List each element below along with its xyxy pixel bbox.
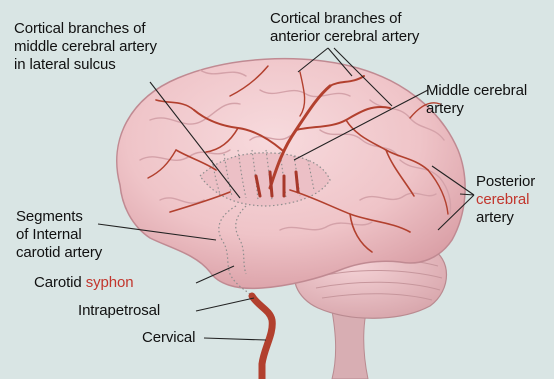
label-cortical-aca: Cortical branches of anterior cerebral a… — [270, 10, 419, 46]
leader-cervical — [204, 338, 266, 340]
label-cortical-mca: Cortical branches of middle cerebral art… — [14, 20, 157, 74]
label-ica-segments: Segments of Internal carotid artery — [16, 208, 102, 262]
label-cervical: Cervical — [142, 329, 195, 347]
carotid-artery — [252, 296, 272, 379]
label-intrapetrosal: Intrapetrosal — [78, 302, 160, 320]
leader-intrapetrosal — [196, 298, 254, 311]
label-pca: Posterior cerebral artery — [476, 173, 535, 227]
label-mca: Middle cerebral artery — [426, 82, 527, 118]
label-carotid-syphon: Carotid syphon — [34, 274, 134, 292]
